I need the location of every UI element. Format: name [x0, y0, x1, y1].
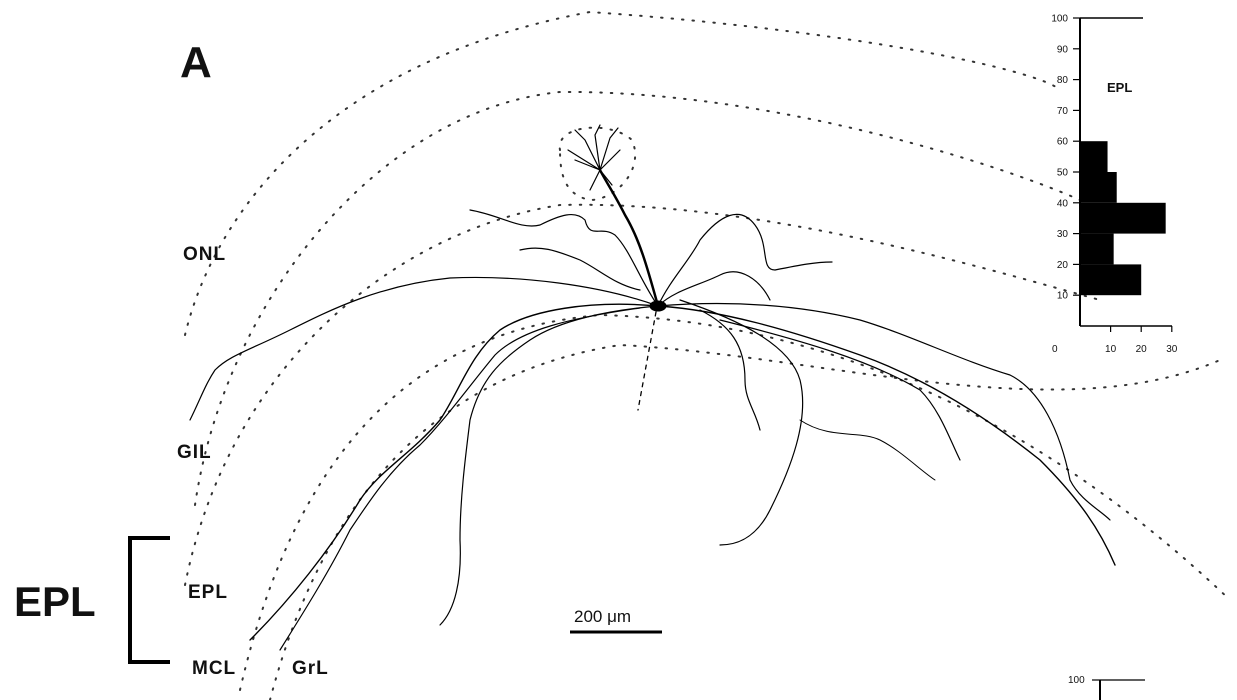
histogram-x-tick-label: 10: [1105, 344, 1117, 355]
primary-dendrite: [598, 168, 660, 308]
lateral-dendrite-right-3: [679, 299, 804, 546]
histogram-y-tick-label: 20: [1057, 260, 1069, 271]
histogram: EPL 10 20 30 40 50 60 70 80 90 100 10 20 30 0: [1051, 14, 1177, 356]
histogram-bar: [1080, 202, 1166, 234]
histogram-label: EPL: [1107, 80, 1132, 95]
second-histogram-tick-label: 100: [1068, 675, 1085, 686]
histogram-y-tick-label: 90: [1057, 44, 1069, 55]
layer-label-onl: ONL: [183, 244, 227, 265]
lateral-dendrite-right-4: [699, 309, 761, 431]
glomerulus-outline: [558, 126, 637, 202]
layer-label-mcl: MCL: [192, 658, 237, 679]
second-histogram-fragment: 100: [1068, 675, 1145, 700]
glomerular-tuft: [567, 124, 621, 191]
layer-label-gil: GIL: [177, 442, 212, 463]
histogram-bar: [1080, 172, 1117, 203]
histogram-y-tick-label: 80: [1057, 75, 1069, 86]
lateral-dendrite-right-6: [799, 419, 936, 481]
layer-label-epl: EPL: [188, 582, 228, 603]
histogram-y-tick-label: 40: [1057, 198, 1069, 209]
gil-epl-boundary: [184, 203, 1101, 586]
lateral-dendrite-left-4: [279, 307, 641, 651]
dendrite-upper-right: [657, 213, 833, 307]
epl-mcl-boundary: [239, 313, 1231, 691]
histogram-x-origin-label: 0: [1052, 344, 1058, 355]
lateral-dendrite-right-2: [657, 302, 1111, 521]
panel-label: A: [180, 38, 212, 87]
lateral-dendrite-left-3: [439, 305, 659, 626]
layer-label-grl: GrL: [292, 658, 329, 679]
axon-dashed: [637, 311, 657, 411]
outer-boundary: [184, 10, 1061, 336]
histogram-y-tick-label: 100: [1051, 14, 1068, 25]
bracket-label: EPL: [14, 578, 96, 625]
histogram-y-tick-label: 10: [1057, 291, 1069, 302]
histogram-bar: [1080, 264, 1142, 296]
lateral-dendrite-left-2: [249, 303, 659, 641]
lateral-dendrite-left-1: [189, 276, 659, 421]
histogram-y-tick-label: 70: [1057, 106, 1069, 117]
dendrite-upper-left-2: [519, 247, 641, 291]
onl-gil-boundary: [194, 90, 1081, 506]
histogram-bar: [1080, 233, 1114, 265]
lateral-dendrite-right-1: [657, 305, 1116, 566]
layer-boundaries: [184, 10, 1231, 700]
histogram-y-tick-label: 50: [1057, 168, 1069, 179]
histogram-bar: [1080, 141, 1108, 172]
histogram-x-tick-label: 20: [1136, 344, 1148, 355]
dendrite-upper-right-2: [657, 271, 771, 307]
epl-bracket: [128, 536, 170, 664]
scale-bar-label: 200 μm: [574, 607, 632, 626]
neuron-tracing: [189, 124, 1116, 651]
dendrite-upper-left: [469, 209, 659, 307]
mcl-grl-boundary: [269, 343, 1221, 700]
lateral-dendrite-right-5: [719, 319, 961, 461]
histogram-x-tick-label: 30: [1166, 344, 1178, 355]
histogram-y-tick-label: 30: [1057, 229, 1069, 240]
histogram-y-tick-label: 60: [1057, 137, 1069, 148]
